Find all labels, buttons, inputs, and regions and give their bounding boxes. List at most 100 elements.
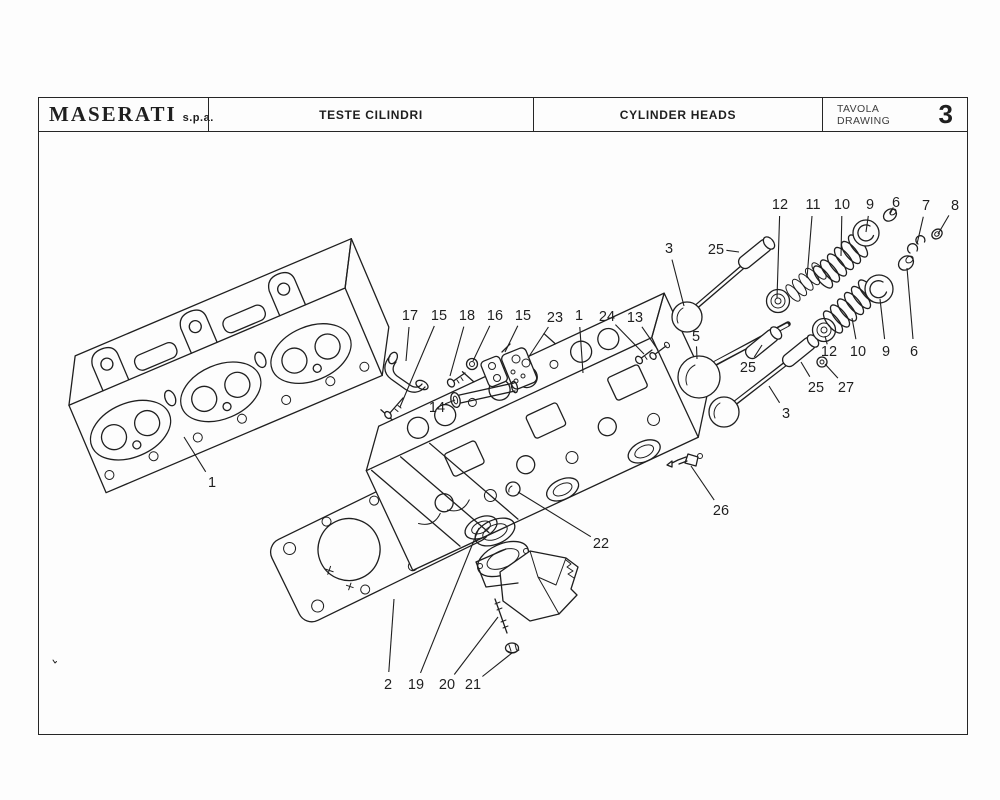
small-screw-24: [634, 349, 653, 365]
water-elbow: [384, 351, 429, 393]
callout-number-25-20: 25: [740, 360, 756, 376]
title-english-cell: CYLINDER HEADS: [534, 98, 823, 131]
callout-leader-9-3: [865, 215, 869, 233]
tappet-bores: [406, 327, 620, 439]
callout-number-15-13: 15: [515, 308, 531, 324]
valve-guide-lower: [781, 334, 820, 368]
callout-leader-6-24: [906, 267, 914, 340]
callout-number-22-29: 22: [593, 536, 609, 552]
setscrew: [446, 372, 466, 388]
callout-number-25-25: 25: [808, 380, 824, 396]
callout-number-12-0: 12: [772, 197, 788, 213]
callout-number-6-24: 6: [910, 344, 918, 360]
left-cylinder-head: [68, 238, 390, 494]
callout-leader-15-13: [504, 325, 519, 353]
stud-screw: [384, 397, 404, 420]
callout-number-6-4: 6: [892, 195, 900, 211]
valve-spring-outer: [812, 234, 869, 289]
valve-guide-middle: [744, 326, 783, 360]
mounting-stud: [494, 598, 509, 634]
mount-block: [480, 343, 511, 388]
valve-guide-upper: [737, 236, 776, 270]
callout-leader-3-27: [768, 385, 781, 404]
core-plug: [505, 481, 521, 497]
callout-leader-11-1: [806, 215, 813, 279]
callout-number-7-5: 7: [922, 198, 930, 214]
callout-number-13-17: 13: [627, 310, 643, 326]
guide-ring: [816, 356, 828, 368]
callout-number-21-34: 21: [465, 677, 481, 693]
callout-leader-19-32: [419, 527, 480, 674]
callout-number-5-19: 5: [692, 329, 700, 345]
collet-halves: [906, 235, 926, 254]
callout-number-17-9: 17: [402, 308, 418, 324]
page-frame: MASERATI s.p.a. TESTE CILINDRI CYLINDER …: [38, 97, 968, 735]
spring-retainer-lower: [864, 274, 894, 304]
head-bolt-holes: [104, 361, 370, 480]
callout-leader-14-18: [444, 399, 456, 405]
spring-retainer-upper: [852, 219, 880, 247]
exhaust-port-ring: [474, 517, 516, 547]
callout-leader-8-6: [937, 215, 950, 235]
callout-leader-2-31: [388, 598, 395, 673]
valve-collet-lower: [897, 255, 915, 271]
cover-plate: [501, 347, 538, 390]
callout-number-15-10: 15: [431, 308, 447, 324]
callout-number-10-22: 10: [850, 344, 866, 360]
valve-collet-upper: [882, 208, 898, 222]
callout-leader-12-21: [824, 335, 828, 345]
callout-leader-12-0: [776, 215, 781, 299]
combustion-chambers: [89, 323, 352, 461]
callout-number-25-8: 25: [708, 242, 724, 258]
callout-number-18-11: 18: [459, 308, 475, 324]
valve-spring-inner: [785, 262, 827, 302]
plate-title-english: CYLINDER HEADS: [619, 107, 737, 122]
callout-number-23-14: 23: [547, 310, 563, 326]
callout-leader-18-11: [449, 326, 465, 377]
callout-leader-17-9: [405, 326, 410, 362]
plate-title-italian: TESTE CILINDRI: [319, 107, 423, 122]
callout-number-11-1: 11: [805, 197, 820, 213]
callout-number-14-18: 14: [429, 400, 445, 416]
callout-number-27-26: 27: [838, 380, 854, 396]
valve-stem-seal-upper: [765, 288, 791, 314]
callout-leader-23-14: [527, 326, 549, 359]
callout-leader-15-10: [399, 325, 435, 408]
plate-number-cell: TAVOLA DRAWING 3: [823, 98, 967, 131]
title-block: MASERATI s.p.a. TESTE CILINDRI CYLINDER …: [39, 98, 967, 132]
upper-cup: [931, 228, 943, 240]
callout-leader-25-20: [753, 344, 763, 358]
callout-number-1-30: 1: [208, 475, 216, 491]
callout-leader-22-29: [517, 491, 592, 538]
callout-leader-20-33: [453, 616, 499, 675]
callout-leader-5-19: [695, 346, 698, 360]
callout-leader-21-34: [482, 652, 513, 677]
brand-suffix: s.p.a.: [182, 111, 214, 124]
callout-leader-6-4: [889, 207, 894, 215]
temperature-sensor: [666, 453, 703, 468]
callout-number-1-15: 1: [575, 308, 583, 324]
callout-number-9-23: 9: [882, 344, 890, 360]
title-italian-cell: TESTE CILINDRI: [209, 98, 534, 131]
callout-leader-25-25: [800, 361, 811, 377]
plate-number: 3: [938, 99, 953, 129]
brand-name: MASERATI: [49, 102, 177, 126]
callout-number-8-6: 8: [951, 198, 959, 214]
scan-mark: [52, 659, 57, 664]
callout-number-16-12: 16: [487, 308, 503, 324]
callout-number-9-3: 9: [866, 197, 874, 213]
washer: [465, 357, 479, 371]
callout-leader-1-15: [579, 326, 584, 374]
callout-leader-10-2: [840, 215, 843, 257]
callout-leader-10-22: [851, 317, 857, 340]
callout-leader-27-26: [824, 363, 839, 379]
callout-leader-16-12: [472, 325, 491, 362]
callout-leader-24-16: [615, 324, 645, 355]
callout-leader-25-8: [726, 249, 740, 253]
callout-number-19-32: 19: [408, 677, 424, 693]
plate-label: TAVOLA DRAWING: [837, 102, 891, 127]
callout-leader-13-17: [641, 326, 659, 351]
